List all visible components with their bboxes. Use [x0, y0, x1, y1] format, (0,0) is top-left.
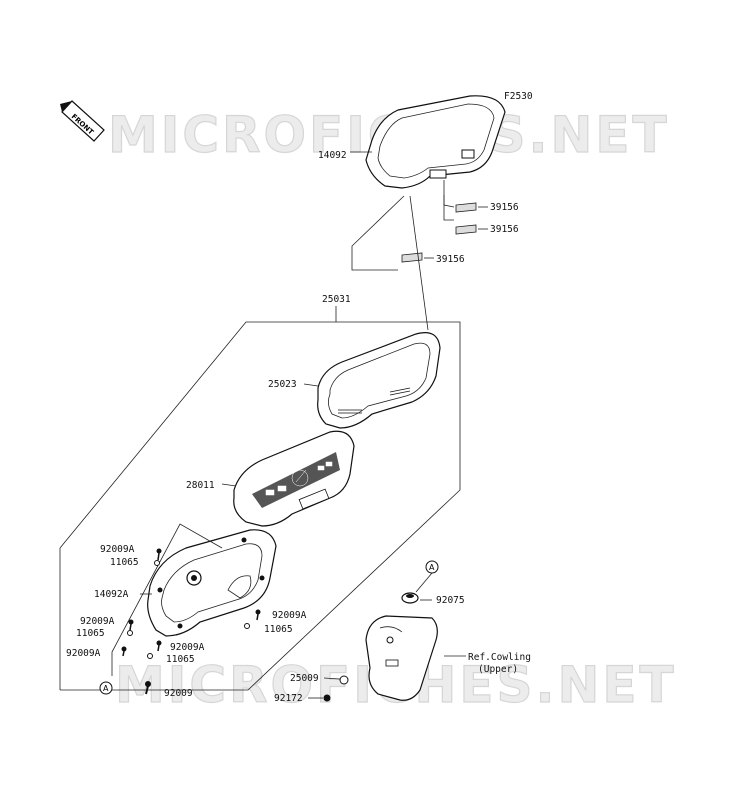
- callout-39156: 39156: [436, 254, 465, 265]
- svg-text:A: A: [429, 563, 435, 572]
- grommet-11065-icon: [147, 653, 153, 659]
- label-39156-c: [401, 252, 423, 263]
- callout-14092a: 14092A: [94, 589, 129, 600]
- rubber-mount-92075-icon: [401, 592, 419, 604]
- grommet-11065-icon: [244, 623, 250, 629]
- screw-92009a-icon: [156, 548, 162, 561]
- screw-92009-icon: [145, 681, 151, 695]
- meter-unit-part: [233, 430, 355, 527]
- collar-25009-icon: [339, 675, 349, 685]
- label-39156-b: [455, 224, 477, 235]
- figure-code: F2530: [504, 91, 533, 102]
- reference-note-line2: (Upper): [478, 664, 518, 675]
- callout-25009: 25009: [290, 673, 319, 684]
- label-39156-a: [455, 202, 477, 213]
- grommet-11065-icon: [154, 560, 160, 566]
- callout-92009a: 92009A: [272, 610, 307, 621]
- callout-92009a: 92009A: [100, 544, 135, 555]
- callout-25031: 25031: [322, 294, 351, 305]
- reference-note-line1: Ref.Cowling: [468, 652, 531, 663]
- callout-11065: 11065: [76, 628, 105, 639]
- nut-92172-icon: [323, 694, 331, 702]
- callout-28011: 28011: [186, 480, 215, 491]
- callout-14092: 14092: [318, 150, 347, 161]
- screw-92009a-icon: [156, 640, 162, 652]
- reference-marker-a: A: [99, 681, 113, 695]
- callout-92009a: 92009A: [66, 648, 101, 659]
- callout-92172: 92172: [274, 693, 303, 704]
- callout-25023: 25023: [268, 379, 297, 390]
- svg-text:A: A: [103, 684, 109, 693]
- front-arrow-icon: FRONT: [60, 100, 105, 142]
- callout-92009a: 92009A: [80, 616, 115, 627]
- callout-39156: 39156: [490, 224, 519, 235]
- screw-92009a-icon: [255, 609, 261, 621]
- callout-11065: 11065: [166, 654, 195, 665]
- screw-92009a-icon: [121, 646, 127, 657]
- callout-92075: 92075: [436, 595, 465, 606]
- callout-92009a: 92009A: [170, 642, 205, 653]
- meter-cover-part: [365, 95, 506, 189]
- grommet-11065-icon: [127, 630, 133, 636]
- screw-92009a-icon: [128, 619, 134, 631]
- meter-case-upper-part: [317, 332, 441, 429]
- meter-case-lower-part: [147, 529, 277, 637]
- reference-marker-a: A: [425, 560, 439, 574]
- callout-92009: 92009: [164, 688, 193, 699]
- callout-39156: 39156: [490, 202, 519, 213]
- meter-bracket-part: [365, 615, 438, 701]
- callout-11065: 11065: [110, 557, 139, 568]
- callout-11065: 11065: [264, 624, 293, 635]
